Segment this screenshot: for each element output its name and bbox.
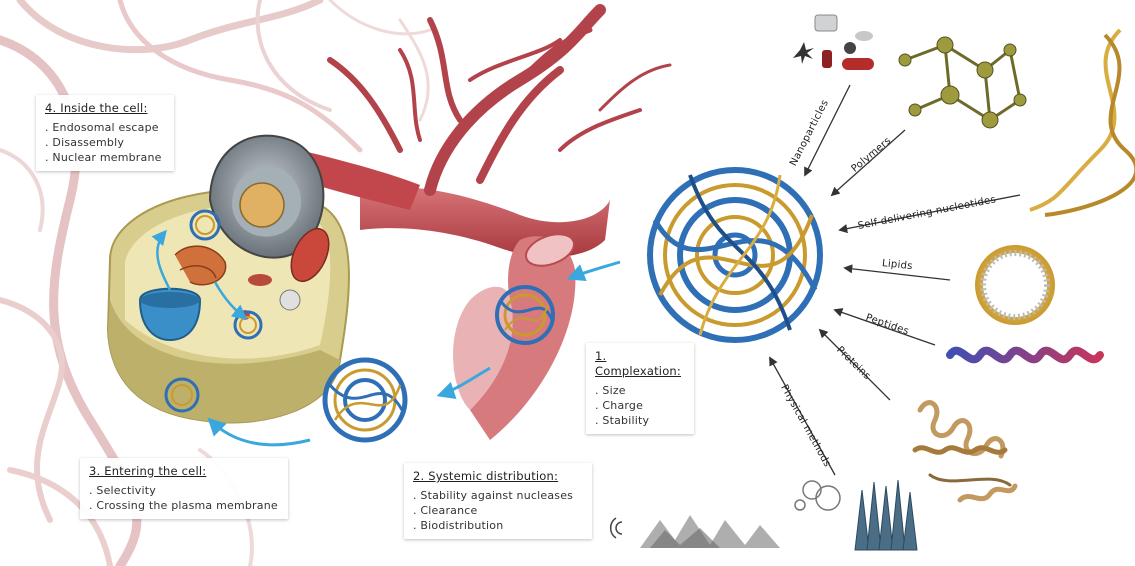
lipid-liposome-icon [975,245,1055,325]
panel-entering-cell: 3. Entering the cell: . Selectivity . Cr… [80,458,288,519]
panel-item: . Charge [595,398,685,413]
panel-systemic-distribution-title: 2. Systemic distribution: [413,469,583,484]
nanoparticles-icon [793,15,874,70]
panel-item: . Stability [595,413,685,428]
protein-icon [915,403,1015,500]
panel-complexation-title: 1. Complexation: [595,349,685,379]
peptide-helix-icon [950,351,1100,360]
panel-item: . Crossing the plasma membrane [89,498,279,513]
panel-item: . Clearance [413,503,583,518]
complex-systemic [325,360,405,440]
panel-item: . Size [595,383,685,398]
panel-systemic-distribution: 2. Systemic distribution: . Stability ag… [404,463,592,539]
panel-complexation: 1. Complexation: . Size . Charge . Stabi… [586,343,694,434]
panel-item: . Stability against nucleases [413,488,583,503]
complex-main [650,170,820,340]
nucleotide-helix-icon [1030,30,1135,215]
physical-methods-icon [611,480,917,550]
panel-item: . Selectivity [89,483,279,498]
panel-item: . Disassembly [45,135,165,150]
panel-entering-cell-title: 3. Entering the cell: [89,464,279,479]
panel-inside-cell: 4. Inside the cell: . Endosomal escape .… [36,95,174,171]
panel-item: . Biodistribution [413,518,583,533]
panel-item: . Nuclear membrane [45,150,165,165]
polymers-icon [899,37,1026,128]
panel-inside-cell-title: 4. Inside the cell: [45,101,165,116]
cell-cross-section [108,136,349,423]
panel-item: . Endosomal escape [45,120,165,135]
